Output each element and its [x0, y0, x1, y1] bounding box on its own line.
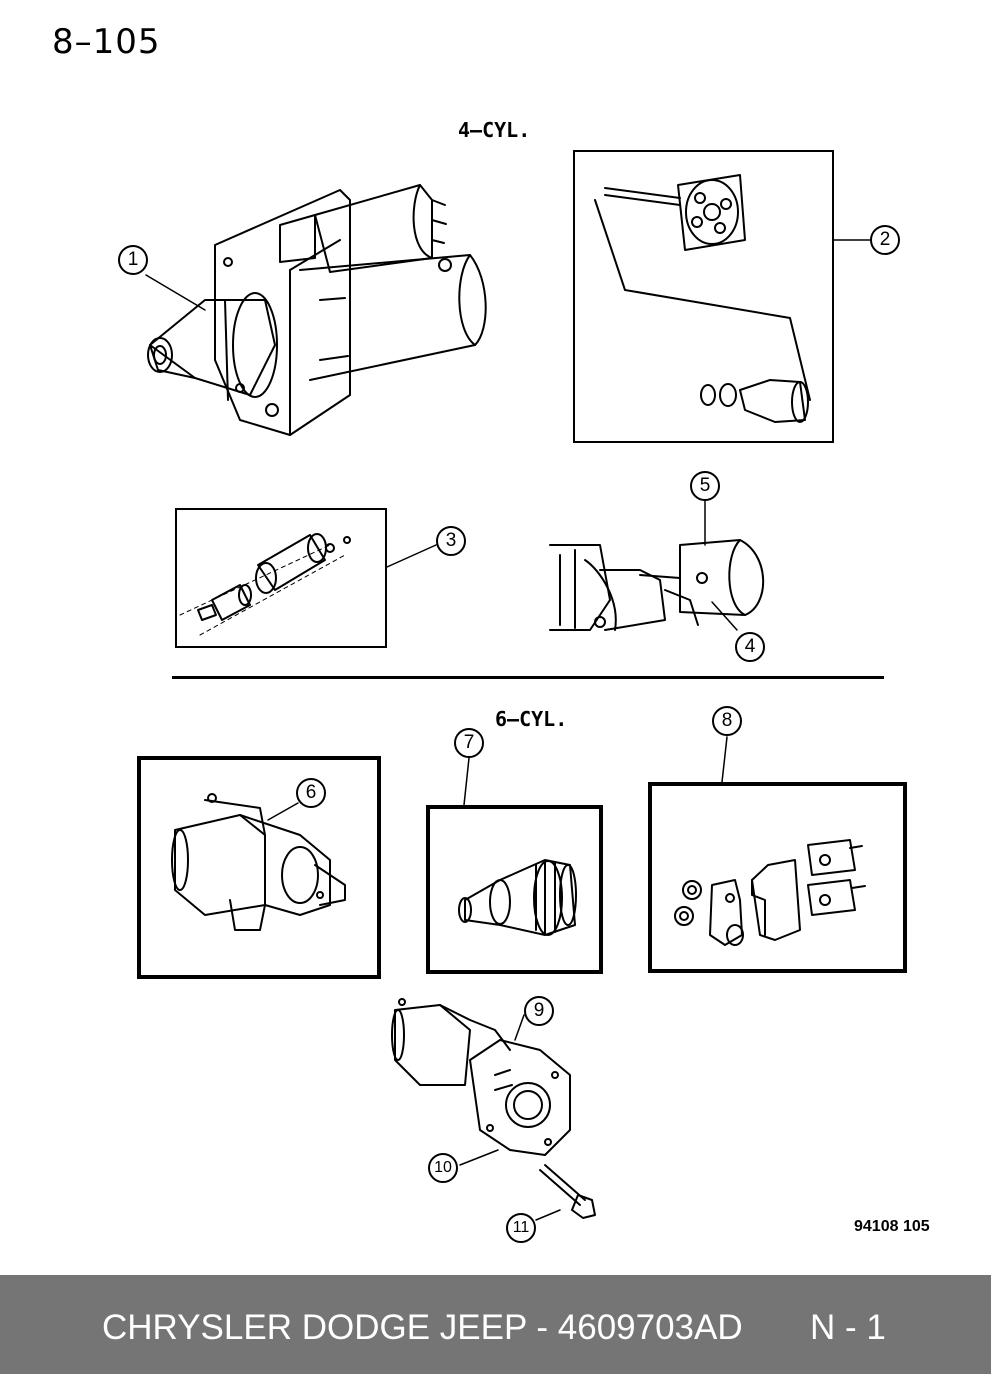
callout-1: 1 [118, 245, 148, 275]
section-label-6-cyl: 6–CYL. [495, 707, 568, 731]
frame-solenoid-4cyl [175, 508, 387, 648]
callout-7: 7 [454, 728, 484, 758]
starter-mounting-illustration [549, 539, 765, 631]
callout-4: 4 [735, 632, 765, 662]
page-number: 8–105 [52, 22, 161, 62]
mounting-bolt-illustration [539, 1164, 596, 1219]
callout-6: 6 [296, 778, 326, 808]
section-divider [172, 676, 884, 679]
frame-solenoid-kit-6cyl [648, 782, 907, 973]
starter-motor-6cyl-illustration [171, 793, 346, 931]
frame-armature-drive [573, 150, 834, 443]
callout-11: 11 [506, 1213, 536, 1243]
solenoid-kit-6cyl-illustration [674, 839, 866, 946]
callout-8: 8 [712, 706, 742, 736]
section-label-4-cyl: 4–CYL. [458, 118, 531, 142]
starter-drive-6cyl-illustration [458, 859, 577, 936]
footer-bar: CHRYSLER DODGE JEEP - 4609703AD N - 1 [0, 1275, 991, 1374]
figure-code: 94108 105 [854, 1218, 930, 1235]
callout-9: 9 [524, 996, 554, 1026]
frame-starter-6cyl [137, 756, 381, 979]
part-number-label: CHRYSLER DODGE JEEP - 4609703AD [102, 1308, 743, 1347]
starter-assembly-mount-illustration [391, 998, 571, 1156]
solenoid-4cyl-illustration [179, 533, 351, 636]
armature-drive-illustration [594, 174, 811, 423]
callout-10: 10 [428, 1153, 458, 1183]
parts-illustration [145, 174, 871, 1221]
frame-drive-6cyl [426, 805, 603, 974]
callout-5: 5 [690, 471, 720, 501]
starter-motor-4cyl-illustration [147, 184, 487, 436]
callout-3: 3 [436, 526, 466, 556]
footer-page-label: N - 1 [810, 1308, 886, 1347]
callout-2: 2 [870, 225, 900, 255]
